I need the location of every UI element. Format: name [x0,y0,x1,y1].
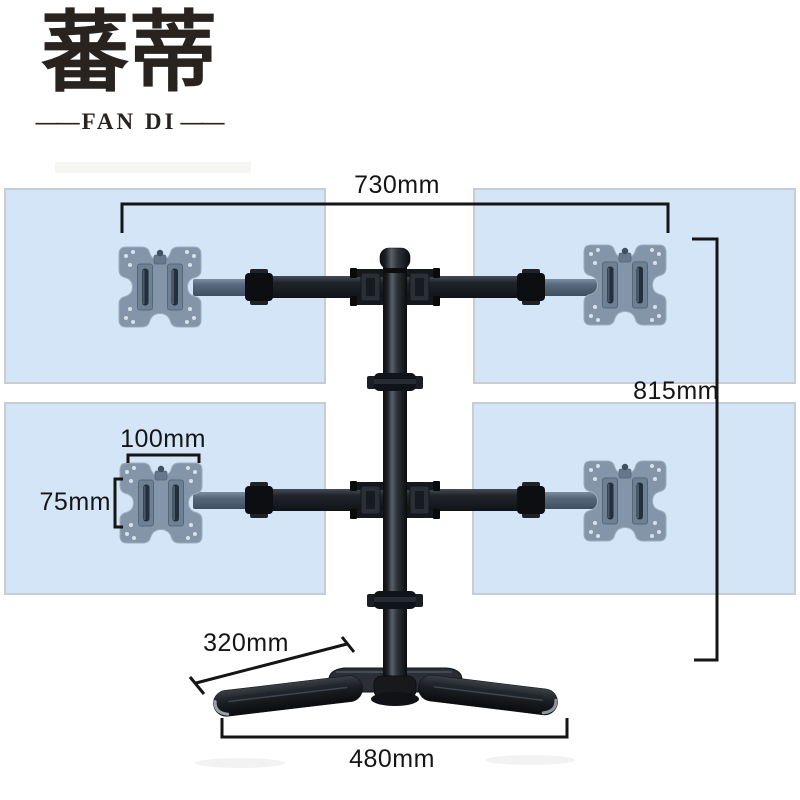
pole-clamp-plates [360,272,430,515]
dimension-line-top-width [120,202,670,233]
dimension-line-base-width [220,718,569,739]
dimension-line-overall-height [692,237,719,662]
dim-label-vesa-vertical: 75mm [39,488,111,516]
faint-background-strip [55,162,251,173]
brand-logo: 蕃蒂 —— FAN DI —— [26,6,232,135]
dim-label-top-width: 730mm [354,171,440,199]
vesa-plate-bottom-left [119,462,203,544]
dim-label-overall-height: 815mm [633,377,719,405]
dim-label-vesa-horizontal: 100mm [120,425,206,453]
upper-arm-assembly [193,268,597,306]
dimension-line-vesa-vertical [113,477,123,529]
logo-dash-right: —— [180,108,224,134]
stand-base [195,667,575,768]
brand-logo-english-row: —— FAN DI —— [26,109,232,135]
dim-label-base-leg: 320mm [203,629,289,657]
stand-pole [379,247,411,685]
dim-label-base-width: 480mm [349,745,435,773]
vesa-plate-top-left [118,246,202,328]
dimension-line-vesa-horizontal [126,453,201,463]
base-hub [371,675,419,706]
brand-logo-chinese: 蕃蒂 [40,6,217,103]
logo-dash-left: —— [35,108,80,134]
pole-collar-lower [367,591,423,609]
pole-collar-upper [367,373,423,391]
dimension-line-base-leg [188,636,356,695]
brand-logo-english: FAN DI [81,108,177,134]
